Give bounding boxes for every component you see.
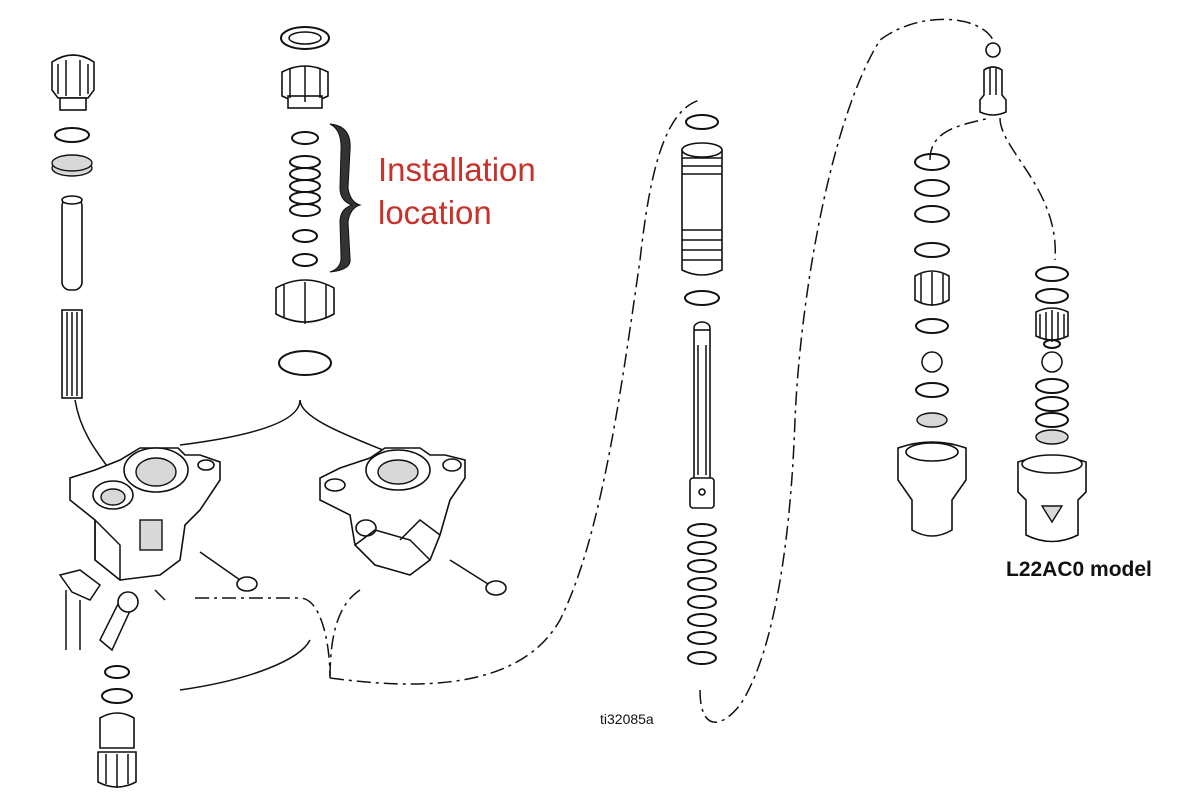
pin-rods [199,551,507,596]
installation-location-label: Installation location [378,148,536,234]
connector-lines [74,18,1056,723]
right-column-right-stack [1017,266,1087,543]
bottom-fitting [97,665,137,788]
pump-housing-left [58,447,221,652]
pump-cylinder-and-rod [681,114,723,665]
figure-id-label: ti32085a [600,711,654,727]
check-valve-top [979,42,1007,116]
pump-housing-right [319,447,466,576]
installation-brace [329,123,362,273]
left-column-parts [51,54,95,399]
model-label: L22AC0 model [1006,558,1152,581]
middle-column-parts [275,26,335,376]
installation-label-line1: Installation [378,151,536,188]
right-column-left-stack [897,153,967,537]
installation-label-line2: location [378,194,492,231]
